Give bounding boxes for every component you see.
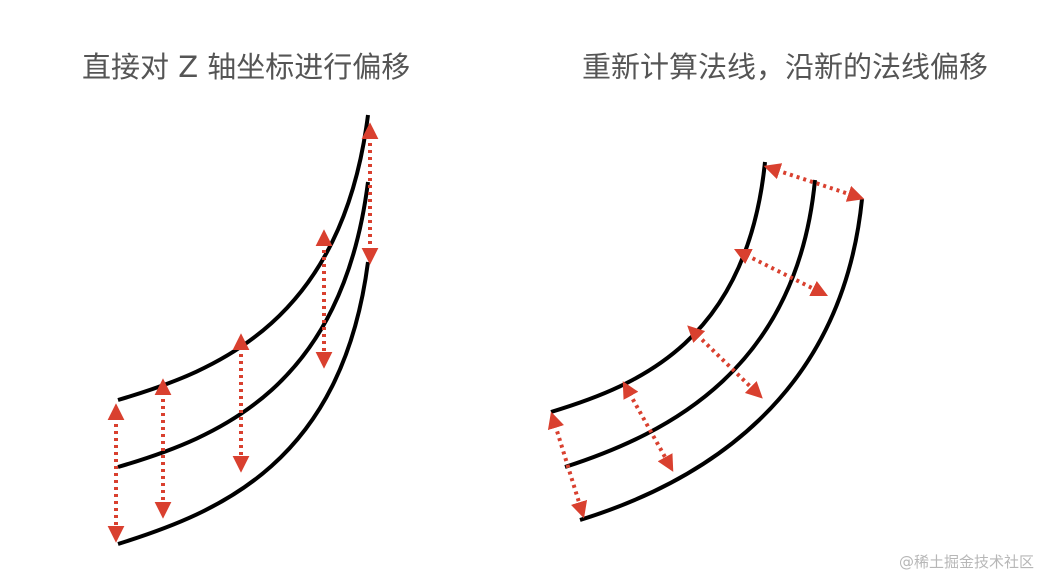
right-arrow-5 xyxy=(763,163,865,202)
right-arrow-2 xyxy=(622,381,674,472)
right-arrows xyxy=(547,163,865,519)
watermark: @稀土掘金技术社区 xyxy=(898,553,1034,571)
right-curve-inner xyxy=(550,161,767,414)
right-curve-middle xyxy=(564,179,817,469)
title-normal-offset: 重新计算法线，沿新的法线偏移 xyxy=(582,50,989,84)
left-panel xyxy=(107,114,379,546)
right-arrow-3 xyxy=(687,325,763,399)
right-panel xyxy=(547,161,865,522)
right-arrow-1 xyxy=(547,411,588,519)
right-curve-outer xyxy=(579,198,864,522)
left-arrows xyxy=(107,122,379,543)
left-curve-top xyxy=(117,114,370,402)
title-z-offset: 直接对 Z 轴坐标进行偏移 xyxy=(82,50,411,84)
left-curve-bottom xyxy=(117,261,370,546)
right-arrow-4 xyxy=(733,248,829,297)
